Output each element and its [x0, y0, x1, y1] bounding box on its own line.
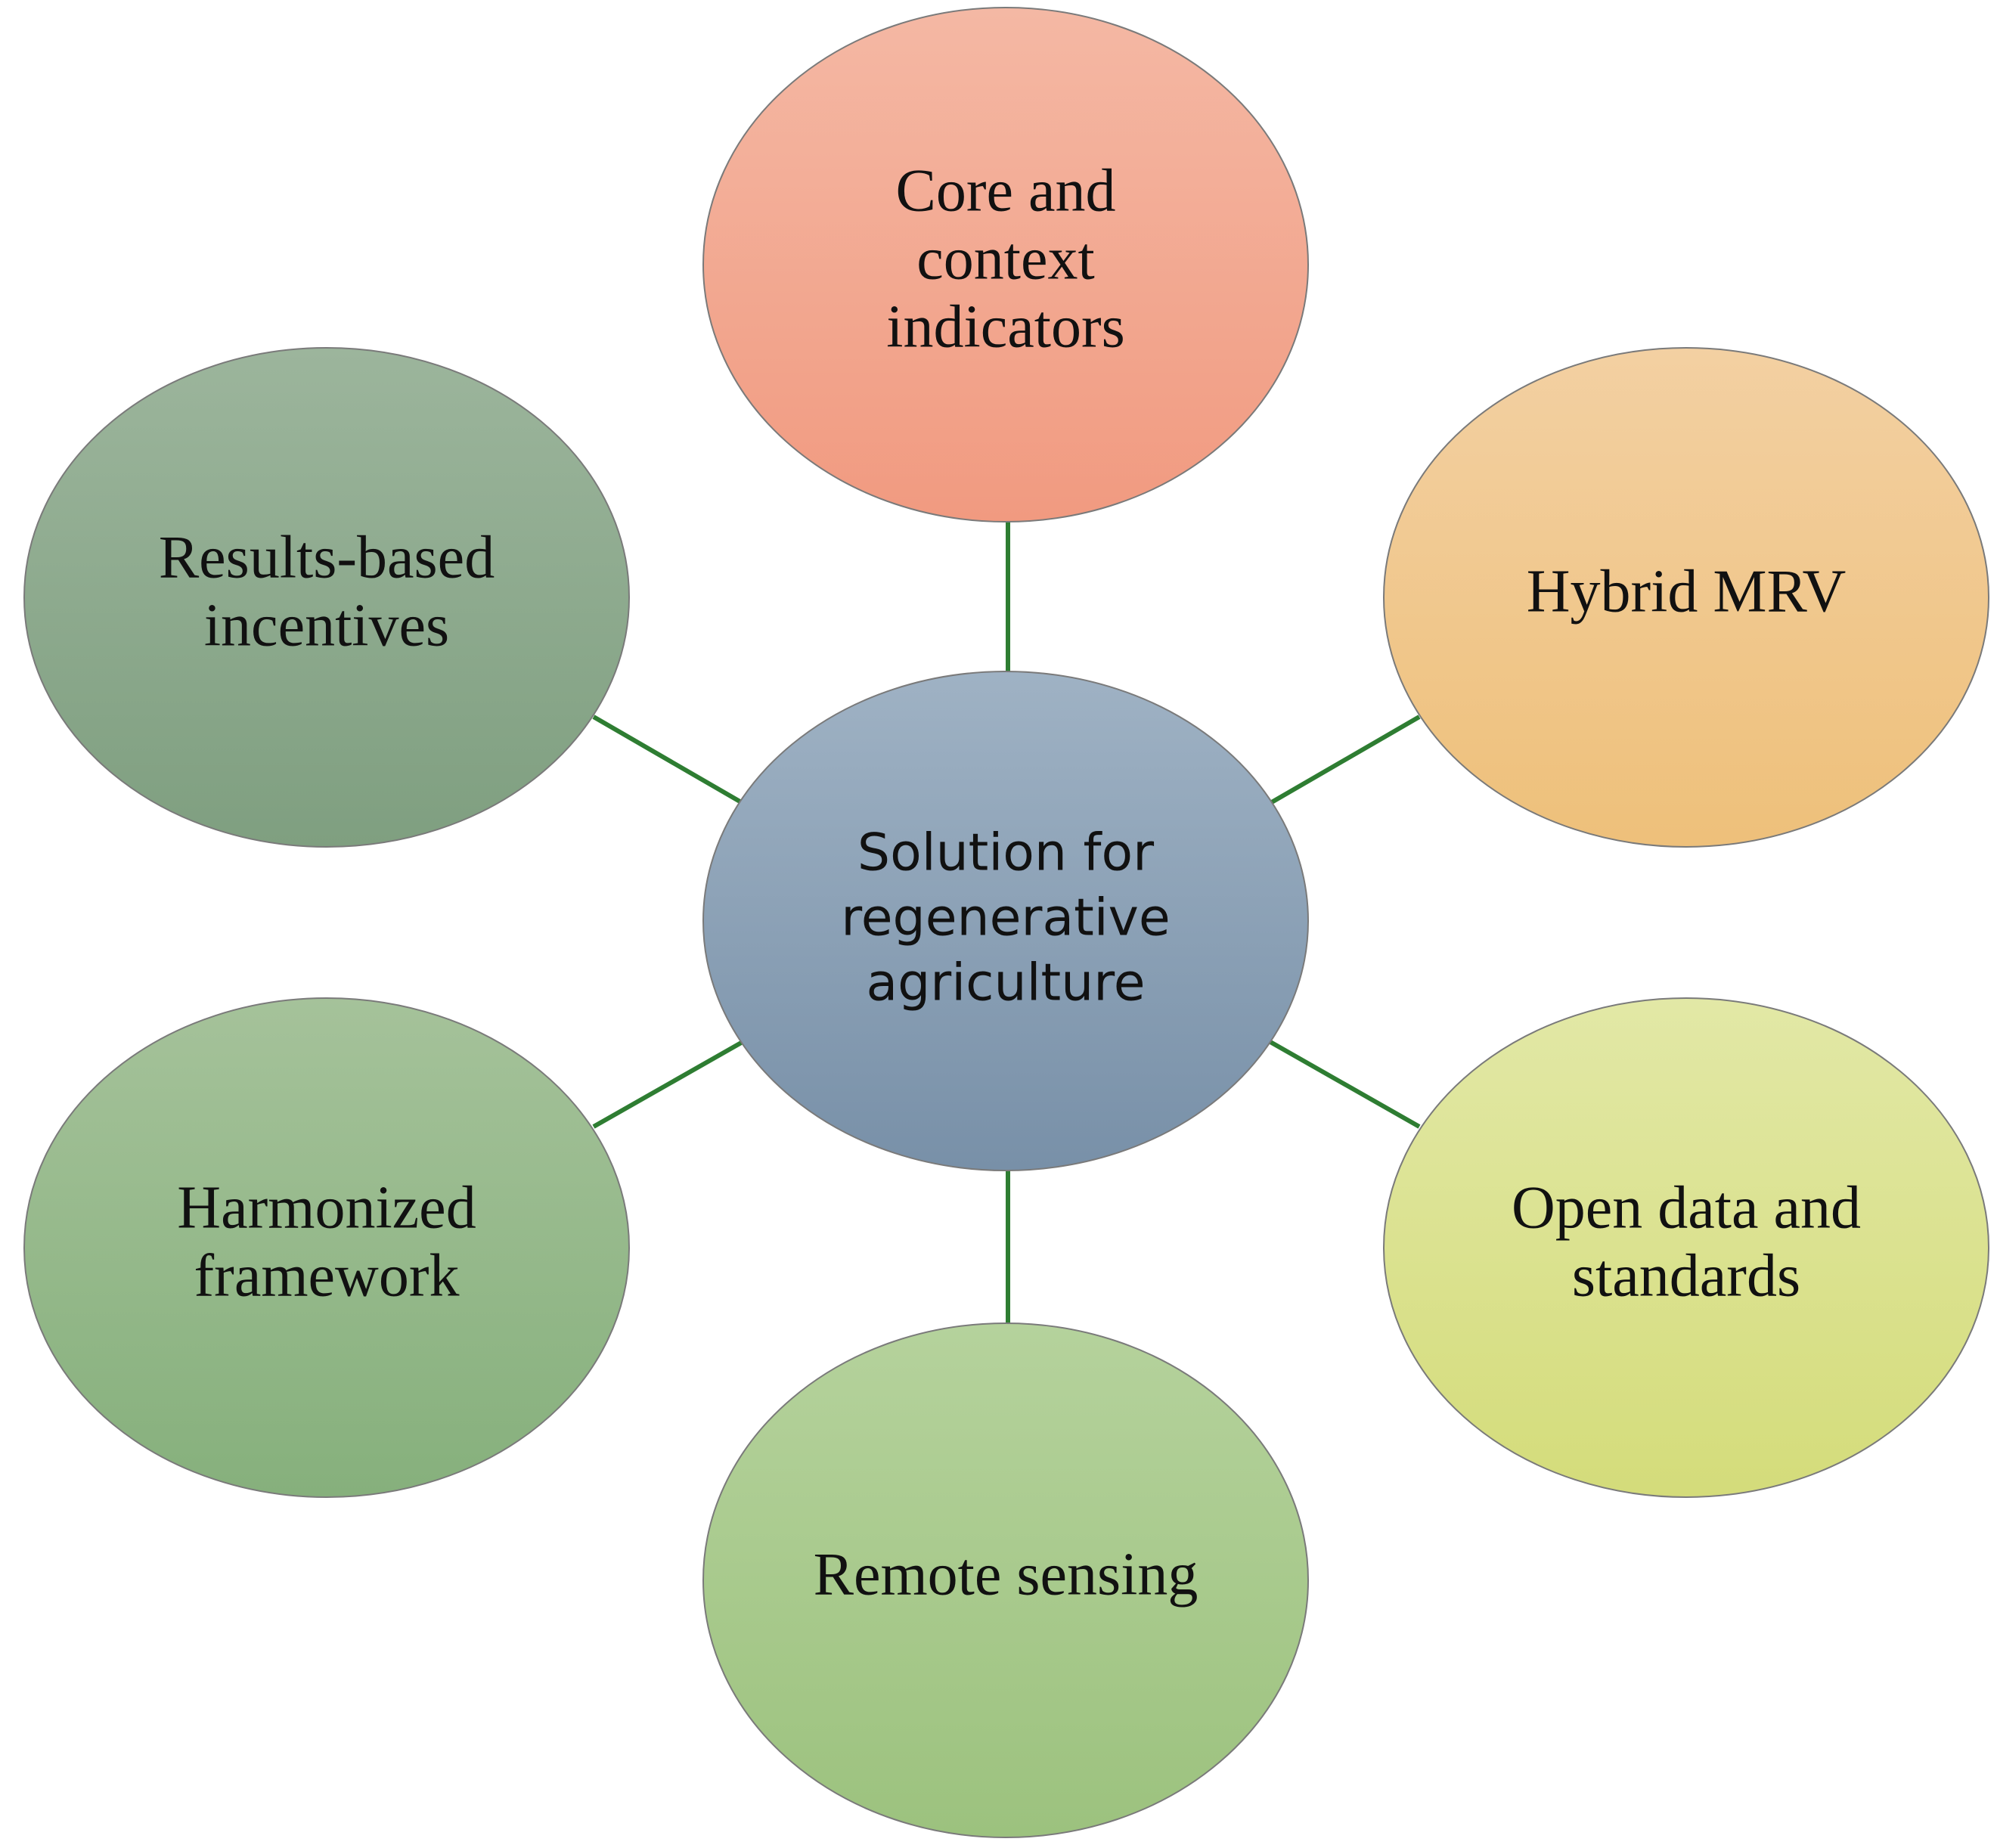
node-hybrid-mrv-label-line-1: Hybrid MRV: [1527, 558, 1847, 625]
connector-open-data: [1269, 1040, 1421, 1129]
node-hybrid-mrv: Hybrid MRV: [1383, 347, 1989, 848]
node-remote-sensing: Remote sensing: [702, 1322, 1309, 1838]
node-remote-sensing-label-line-1: Remote sensing: [814, 1541, 1199, 1608]
connector-lines: [592, 522, 1421, 1325]
node-results-incentives-ellipse: [23, 347, 630, 848]
node-results-incentives-label-line-2: incentives: [204, 592, 449, 659]
node-open-data-label-line-1: Open data and: [1512, 1174, 1861, 1241]
node-harmonized-framework-label-line-2: framework: [194, 1242, 460, 1309]
center-node-label-line-2: regenerative: [841, 888, 1171, 948]
node-core-indicators-label-line-2: context: [916, 225, 1094, 292]
connector-hybrid-mrv: [1269, 715, 1421, 805]
node-core-indicators-label-line-1: Core and: [895, 157, 1115, 224]
node-harmonized-framework-ellipse: [23, 997, 630, 1498]
center-node-label-line-3: agriculture: [866, 953, 1145, 1013]
node-harmonized-framework-label-line-1: Harmonized: [177, 1174, 476, 1241]
node-hybrid-mrv-ellipse: [1383, 347, 1989, 848]
center-node-label-line-1: Solution for: [857, 823, 1154, 883]
center-node-ellipse: [702, 671, 1309, 1171]
connector-results-incentives: [592, 715, 744, 805]
node-remote-sensing-ellipse: [702, 1322, 1309, 1838]
node-results-incentives-label-line-1: Results-based: [159, 524, 495, 591]
node-open-data-ellipse: [1383, 997, 1989, 1498]
connector-harmonized-framework: [592, 1040, 744, 1129]
node-open-data-label-line-2: standards: [1572, 1242, 1800, 1309]
node-core-indicators-ellipse: [702, 7, 1309, 522]
node-core-indicators-label-line-3: indicators: [886, 293, 1124, 360]
